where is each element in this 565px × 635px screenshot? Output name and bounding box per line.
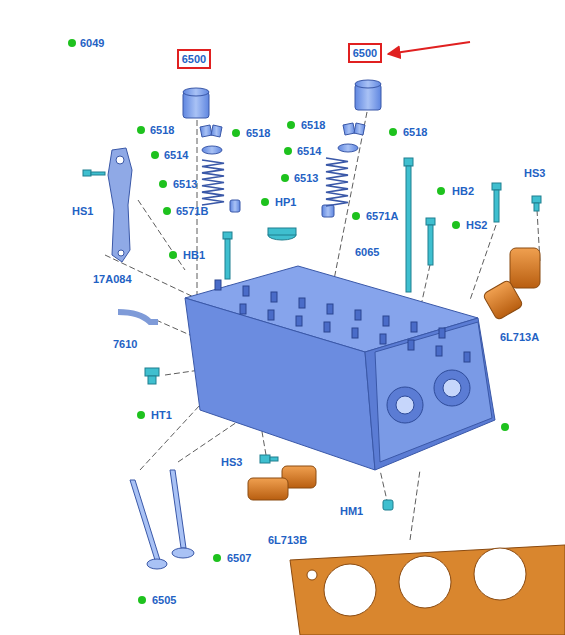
callout-number: HM1 (340, 504, 363, 518)
callout-number: HS3 (221, 455, 242, 469)
callout-number: 6518 (150, 123, 174, 137)
callout-number: 6065 (355, 245, 379, 259)
callout-number: HP1 (275, 195, 296, 209)
callout-dot (137, 126, 145, 134)
part-number: 6500 (353, 47, 377, 59)
callout-dot (287, 121, 295, 129)
callout-number: 6518 (403, 125, 427, 139)
callout-dot (137, 411, 145, 419)
valve-spring (202, 160, 224, 205)
callout-number: 6049 (80, 36, 104, 50)
callout-number: 7610 (113, 337, 137, 351)
callout-dot (232, 129, 240, 137)
callout-number: 6513 (173, 177, 197, 191)
callout-number: 6518 (301, 118, 325, 132)
part-number: 6500 (182, 53, 206, 65)
callout-number: HS1 (72, 204, 93, 218)
callout-number: 6571B (176, 204, 208, 218)
callout-number: HB2 (452, 184, 474, 198)
callout-dot (389, 128, 397, 136)
callout-number: 6505 (152, 593, 176, 607)
callout-number: 6514 (297, 144, 321, 158)
callout-dot (68, 39, 76, 47)
callout-dot (281, 174, 289, 182)
callout-dot (437, 187, 445, 195)
callout-dot (352, 212, 360, 220)
callout-number: HS2 (466, 218, 487, 232)
callout-number: HT1 (151, 408, 172, 422)
callout-number: 6507 (227, 551, 251, 565)
callout-dot (261, 198, 269, 206)
callout-dot (159, 180, 167, 188)
callout-dot (452, 221, 460, 229)
callout-number: 6513 (294, 171, 318, 185)
callout-number: 6L713B (268, 533, 307, 547)
callout-number: 6571A (366, 209, 398, 223)
callout-number: 6514 (164, 148, 188, 162)
callout-dot (151, 151, 159, 159)
part-number-box: 6500 (177, 49, 211, 69)
callout-number: 17A084 (93, 272, 132, 286)
callout-number: HS3 (524, 166, 545, 180)
callout-dot (284, 147, 292, 155)
callout-dot (163, 207, 171, 215)
callout-number: 6L713A (500, 330, 539, 344)
valve-spring (326, 158, 348, 206)
callout-dot (501, 423, 509, 431)
callout-dot (138, 596, 146, 604)
part-number-box: 6500 (348, 43, 382, 63)
callout-dot (213, 554, 221, 562)
callout-number: HB1 (183, 248, 205, 262)
callout-dot (169, 251, 177, 259)
callout-number: 6518 (246, 126, 270, 140)
